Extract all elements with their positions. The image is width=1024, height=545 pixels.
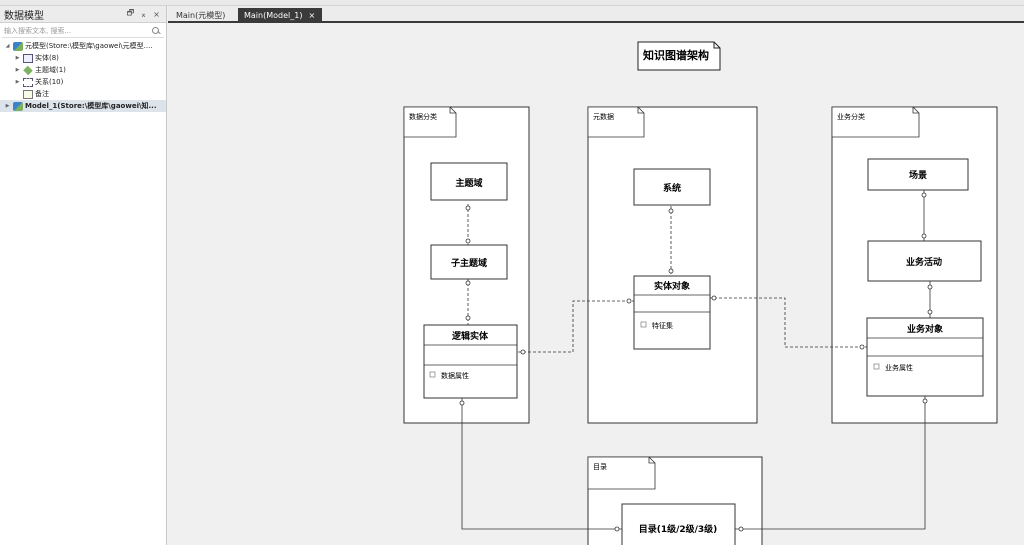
- diagram-svg: 知识图谱架构 数据分类 元数据 业务分类 目录: [403, 41, 998, 545]
- entity-label: 业务活动: [906, 256, 942, 268]
- entity-label: 实体对象: [654, 280, 690, 292]
- tree-item-entities[interactable]: ▶ 实体(8): [0, 52, 166, 64]
- entity-logical-entity[interactable]: 逻辑实体 数据属性: [423, 324, 518, 399]
- package-label: 数据分类: [409, 112, 437, 121]
- tab-main-meta-model[interactable]: Main(元模型): [170, 8, 234, 23]
- data-model-panel: 数据模型 🗗 ⌅ × ◢ 元模型(Store:\模型库\gaowei\元模型..…: [0, 6, 167, 545]
- tab-main-model-1[interactable]: Main(Model_1) ×: [238, 8, 322, 23]
- entity-entity-object[interactable]: 实体对象 特征集: [633, 275, 711, 350]
- diagram-title-note[interactable]: 知识图谱架构: [637, 41, 721, 71]
- relation-icon: [23, 77, 33, 87]
- package-label: 业务分类: [837, 112, 865, 121]
- expand-attribute-icon[interactable]: [640, 321, 647, 328]
- entity-label: 系统: [663, 182, 681, 194]
- tree-item-label: 实体(8): [35, 54, 59, 62]
- panel-title: 数据模型: [4, 10, 44, 22]
- pin-panel-button[interactable]: ⌅: [140, 9, 147, 19]
- expand-attribute-icon[interactable]: [429, 371, 436, 378]
- expand-arrow-icon[interactable]: ▶: [15, 55, 20, 61]
- tree-item-label: 元模型(Store:\模型库\gaowei\元模型....: [25, 42, 153, 50]
- search-input[interactable]: [2, 26, 151, 35]
- tree-item-meta-model[interactable]: ◢ 元模型(Store:\模型库\gaowei\元模型....: [0, 40, 166, 52]
- entity-scene[interactable]: 场景: [867, 158, 969, 191]
- attribute-label: 数据属性: [441, 371, 469, 380]
- tree-item-label: 主题域(1): [35, 66, 66, 74]
- collapse-arrow-icon[interactable]: ◢: [5, 43, 10, 49]
- tree-item-relations[interactable]: ▶ 关系(10): [0, 76, 166, 88]
- entity-subject-domain[interactable]: 主题域: [430, 162, 508, 201]
- connector-object-business-object[interactable]: [709, 297, 867, 348]
- float-panel-button[interactable]: 🗗: [126, 8, 135, 17]
- expand-arrow-icon[interactable]: ▶: [15, 79, 20, 85]
- model-tree: ◢ 元模型(Store:\模型库\gaowei\元模型.... ▶ 实体(8) …: [0, 40, 166, 112]
- entity-catalog[interactable]: 目录(1级/2级/3级): [621, 503, 736, 545]
- close-icon[interactable]: ×: [308, 11, 316, 20]
- entity-label: 子主题域: [451, 257, 487, 269]
- attribute-label: 特征集: [652, 321, 673, 330]
- connector-entity-catalog[interactable]: [461, 398, 622, 530]
- package-label: 目录: [593, 463, 607, 471]
- document-tab-bar: Main(元模型) Main(Model_1) ×: [168, 6, 1024, 23]
- entity-label: 业务对象: [907, 323, 943, 335]
- diagram-canvas[interactable]: 知识图谱架构 数据分类 元数据 业务分类 目录: [168, 25, 1024, 545]
- search-row: [2, 24, 164, 38]
- connector-logical-entity-object[interactable]: [518, 300, 634, 353]
- tab-label: Main(Model_1): [244, 11, 303, 20]
- tree-item-label: 关系(10): [35, 78, 64, 86]
- connector-ends: [459, 192, 933, 532]
- tab-label: Main(元模型): [176, 11, 226, 20]
- entity-business-activity[interactable]: 业务活动: [867, 240, 982, 282]
- entity-icon: [23, 53, 33, 63]
- diagram-title: 知识图谱架构: [642, 48, 709, 62]
- entity-system[interactable]: 系统: [633, 168, 711, 206]
- tree-item-label: Model_1(Store:\模型库\gaowei\知...: [25, 102, 157, 110]
- package-label: 元数据: [593, 112, 614, 121]
- search-icon[interactable]: [151, 26, 161, 36]
- expand-arrow-icon[interactable]: ▶: [15, 67, 20, 73]
- entity-label: 逻辑实体: [451, 330, 489, 342]
- expand-arrow-icon[interactable]: ▶: [5, 103, 10, 109]
- connector-object-catalog[interactable]: [735, 396, 926, 530]
- entity-business-object[interactable]: 业务对象 业务属性: [866, 317, 984, 397]
- model-icon: [13, 41, 23, 51]
- tree-item-label: 备注: [35, 90, 49, 98]
- entity-label: 目录(1级/2级/3级): [639, 523, 718, 535]
- note-icon: [23, 89, 33, 99]
- entity-label: 主题域: [455, 177, 482, 189]
- tree-item-notes[interactable]: 备注: [0, 88, 166, 100]
- expand-attribute-icon[interactable]: [873, 363, 880, 370]
- panel-header: 数据模型 🗗 ⌅ ×: [0, 6, 166, 23]
- top-toolbar-strip: [0, 0, 1024, 6]
- model-icon: [13, 101, 23, 111]
- subject-domain-icon: [23, 65, 33, 75]
- package-metadata[interactable]: 元数据: [587, 106, 758, 424]
- entity-label: 场景: [909, 169, 927, 181]
- tree-item-model-1[interactable]: ▶ Model_1(Store:\模型库\gaowei\知...: [0, 100, 166, 112]
- close-panel-button[interactable]: ×: [153, 9, 160, 19]
- entity-sub-subject-domain[interactable]: 子主题域: [430, 244, 508, 280]
- tree-item-subject-domains[interactable]: ▶ 主题域(1): [0, 64, 166, 76]
- attribute-label: 业务属性: [885, 363, 913, 372]
